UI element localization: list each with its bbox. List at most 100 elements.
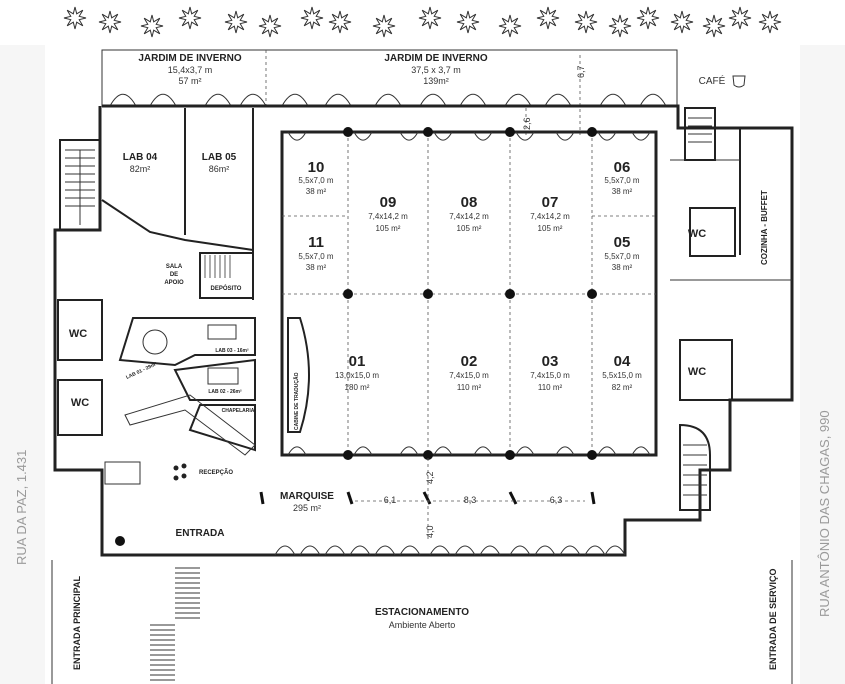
door-swing-icon (639, 93, 667, 107)
column-icon (423, 450, 433, 460)
door-swing-icon (287, 446, 307, 456)
door-swing-icon (473, 131, 493, 141)
room-01-dims: 13,0x15,0 m (335, 371, 379, 380)
column-icon (423, 289, 433, 299)
door-swing-icon (544, 93, 572, 107)
door-swing-icon (299, 545, 321, 556)
room-09-area: 105 m² (376, 224, 401, 233)
room-02-area: 110 m² (457, 383, 482, 392)
door-swing-icon (515, 446, 535, 456)
lab-02-label: LAB 02 - 26m² (208, 389, 242, 395)
wc-left-bottom (57, 379, 103, 436)
sala-apoio-l3: APOIO (164, 280, 184, 286)
lab-05-name: LAB 05 (202, 152, 237, 163)
door-swing-icon (479, 545, 501, 556)
column-icon (505, 450, 515, 460)
parking-name: ESTACIONAMENTO (375, 607, 469, 618)
cabine-label: CABINE DE TRADUÇÃO (293, 372, 300, 430)
tree-icon (224, 10, 248, 34)
room-03: 03 7,4x15,0 m 110 m² (530, 353, 570, 392)
room-05-num: 05 (614, 234, 631, 251)
door-swing-icon (281, 93, 309, 107)
door-swing-icon (149, 93, 177, 107)
chapelaria-label: CHAPELARIA (222, 408, 255, 414)
room-02-num: 02 (461, 353, 478, 370)
parking-sub: Ambiente Aberto (389, 620, 456, 630)
column-icon (587, 127, 597, 137)
door-swing-icon (433, 446, 453, 456)
tree-icon (574, 10, 598, 34)
room-10-area: 38 m² (306, 187, 327, 196)
room-10: 10 5,5x7,0 m 38 m² (298, 159, 333, 196)
door-swing-icon (534, 545, 556, 556)
translation-booth (287, 317, 310, 433)
column-icon (343, 289, 353, 299)
door-swing-icon (374, 545, 396, 556)
room-03-dims: 7,4x15,0 m (530, 371, 570, 380)
room-04-num: 04 (614, 353, 631, 370)
column-icon (343, 450, 353, 460)
marquise-name: MARQUISE (280, 491, 334, 502)
door-swing-icon (515, 131, 535, 141)
wc-left-top-label: WC (69, 328, 87, 340)
room-06-num: 06 (614, 159, 631, 176)
entrada-label: ENTRADA (176, 528, 225, 539)
room-08-area: 105 m² (457, 224, 482, 233)
room-10-dims: 5,5x7,0 m (298, 176, 333, 185)
door-swing-icon (399, 446, 419, 456)
garden-2-dims: 37,5 x 3,7 m (411, 65, 461, 75)
wc-right-top-label: WC (688, 228, 706, 240)
wc-left-bottom-label: WC (71, 397, 89, 409)
dim-6-7: 6,7 (576, 65, 586, 78)
garden-1-name: JARDIM DE INVERNO (138, 53, 242, 64)
reception-stools (173, 463, 187, 481)
hall-columns (343, 127, 597, 460)
tree-row (63, 6, 782, 38)
service-entrance-label: ENTRADA DE SERVIÇO (768, 568, 778, 670)
lab-05-area: 86m² (209, 164, 230, 174)
room-02: 02 7,4x15,0 m 110 m² (449, 353, 489, 392)
door-swing-icon (454, 545, 476, 556)
column-icon (505, 289, 515, 299)
marquise-columns (259, 491, 596, 505)
lab-01-label: LAB 01 - 29m² (125, 361, 158, 381)
door-swing-icon (459, 93, 487, 107)
door-swing-icon (473, 446, 493, 456)
lab-04-area: 82m² (130, 164, 151, 174)
door-swing-icon (631, 446, 651, 456)
door-swing-icon (599, 93, 627, 107)
column-icon (587, 450, 597, 460)
room-01-area: 180 m² (345, 383, 370, 392)
tree-icon (636, 6, 660, 30)
room-09-dims: 7,4x14,2 m (368, 212, 408, 221)
door-swing-icon (429, 545, 451, 556)
tree-icon (702, 14, 726, 38)
room-08: 08 7,4x14,2 m 105 m² (449, 194, 489, 233)
room-03-num: 03 (542, 353, 559, 370)
door-swing-icon (239, 93, 267, 107)
door-swing-icon (597, 446, 617, 456)
room-08-dims: 7,4x14,2 m (449, 212, 489, 221)
hall-door-row (287, 131, 651, 456)
street-band-left (0, 45, 45, 684)
door-swing-icon (631, 131, 651, 141)
tree-icon (608, 14, 632, 38)
lab-lower-wall (101, 199, 254, 251)
sala-apoio-l2: DE (170, 272, 178, 278)
room-06: 06 5,5x7,0 m 38 m² (604, 159, 639, 196)
deposito-label: DEPÓSITO (211, 284, 242, 292)
lab-04-name: LAB 04 (123, 152, 158, 163)
tree-icon (536, 6, 560, 30)
door-swing-icon (399, 545, 421, 556)
kitchen-label: COZINHA - BUFFET (760, 190, 769, 265)
wc-left-top (57, 299, 103, 361)
marquise-area: 295 m² (293, 503, 321, 513)
door-swing-icon (109, 93, 137, 107)
door-swing-icon (584, 545, 606, 556)
lab-03-label: LAB 03 - 16m² (215, 348, 249, 354)
door-swing-icon (274, 545, 296, 556)
door-swing-icon (509, 545, 531, 556)
tree-icon (328, 10, 352, 34)
dim-4-2: 4,2 (425, 471, 435, 484)
tree-icon (670, 10, 694, 34)
